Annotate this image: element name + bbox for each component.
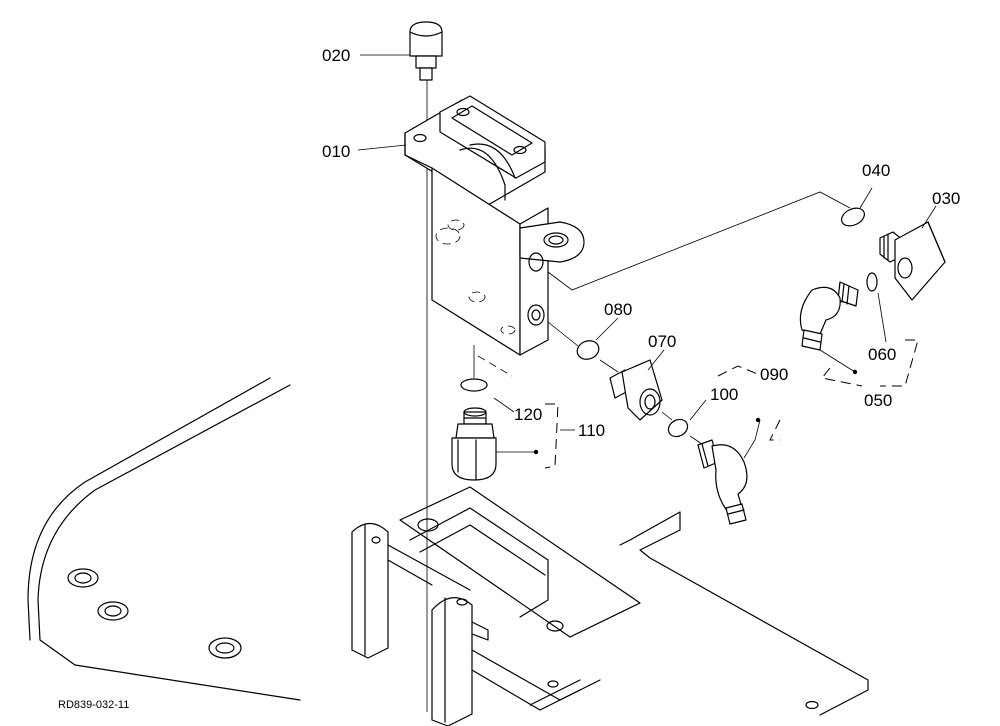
part-080-o-ring bbox=[576, 340, 600, 360]
label-090: 090 bbox=[760, 365, 788, 384]
reference-code: RD839-032-11 bbox=[58, 699, 129, 711]
part-040-o-ring bbox=[841, 207, 865, 227]
label-020: 020 bbox=[322, 46, 350, 65]
base-plate bbox=[27, 377, 301, 701]
label-010: 010 bbox=[322, 142, 350, 161]
label-030: 030 bbox=[932, 189, 960, 208]
label-120: 120 bbox=[514, 405, 542, 424]
part-labels: 020 010 040 030 080 070 060 090 100 050 … bbox=[58, 46, 960, 711]
part-050-swivel-elbow bbox=[799, 281, 859, 351]
label-070: 070 bbox=[648, 332, 676, 351]
part-090-swivel-elbow bbox=[697, 439, 748, 525]
mounting-bracket bbox=[351, 486, 641, 726]
part-110-fitting bbox=[451, 407, 497, 481]
label-110: 110 bbox=[578, 421, 605, 440]
part-100-o-ring bbox=[667, 418, 689, 438]
part-030-elbow-block bbox=[879, 221, 946, 301]
part-060-o-ring bbox=[866, 272, 878, 292]
leader-lines bbox=[357, 54, 937, 431]
right-frame-panel bbox=[619, 511, 869, 716]
part-010-valve-body bbox=[404, 95, 585, 356]
label-050: 050 bbox=[864, 391, 892, 410]
label-080: 080 bbox=[604, 300, 632, 319]
label-040: 040 bbox=[862, 161, 890, 180]
label-060: 060 bbox=[868, 345, 896, 364]
part-120-o-ring bbox=[460, 378, 488, 392]
label-100: 100 bbox=[710, 385, 738, 404]
part-020-knob bbox=[409, 21, 443, 81]
part-070-adapter bbox=[609, 359, 663, 421]
